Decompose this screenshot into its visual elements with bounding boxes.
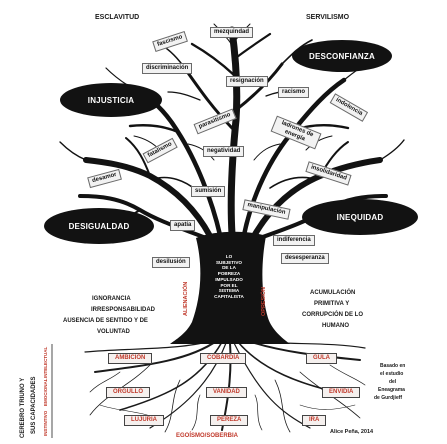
tag-desesperanza: desesperanza bbox=[281, 253, 329, 264]
root-tag-pereza: PEREZA bbox=[210, 415, 249, 426]
left-text-line: AUSENCIA DE SENTIDO Y DE bbox=[63, 318, 148, 324]
trunk-line: LO bbox=[225, 254, 233, 259]
tag-apatia: apatía bbox=[170, 220, 196, 231]
trunk-line: SUBJETIVO bbox=[215, 259, 243, 265]
tag-resignacion: resignación bbox=[226, 76, 268, 87]
oval-desigualdad: DESIGUALDAD bbox=[44, 208, 154, 244]
right-text-line: HUMANO bbox=[322, 323, 349, 329]
left-axis-title-line: SUS CAPACIDADES bbox=[31, 376, 37, 434]
left-text-line: VOLUNTAD bbox=[97, 329, 130, 335]
tag-indiferencia: indiferencia bbox=[273, 235, 315, 246]
tag-negatividad: negatividad bbox=[203, 146, 245, 157]
tag-racismo: racismo bbox=[278, 87, 310, 98]
note-line: Eneagrama bbox=[378, 387, 405, 393]
root-tag-ambicion: AMBICIÓN bbox=[108, 353, 153, 364]
left-axis-segment-intelectual: INTELECTUAL bbox=[43, 346, 48, 378]
oval-inequidad: INEQUIDAD bbox=[302, 199, 418, 235]
note-line: de Gurdjieff bbox=[374, 395, 403, 401]
trunk-line: IMPULSADO bbox=[215, 276, 243, 282]
root-tag-vanidad: VANIDAD bbox=[206, 387, 247, 398]
author-credit: Alice Peña, 2014 bbox=[330, 429, 374, 435]
left-axis-segment-emocional: EMOCIONAL bbox=[43, 378, 48, 407]
trunk-line: POBREZA bbox=[217, 271, 241, 277]
left-text-line: IRRESPONSABILIDAD bbox=[91, 307, 156, 313]
root-tag-orgullo: ORGULLO bbox=[106, 387, 150, 398]
title-servilismo: SERVILISMO bbox=[306, 14, 350, 21]
note-line: el estudio bbox=[380, 371, 404, 377]
trunk-label-opresion: OPRESIÓN bbox=[261, 286, 267, 316]
tag-desilusion: desilusión bbox=[152, 257, 190, 268]
note-line: Basado en bbox=[380, 363, 406, 369]
trunk-line: POR EL bbox=[220, 282, 238, 288]
right-text-line: ACUMULACIÓN bbox=[310, 290, 356, 296]
root-tag-envidia: ENVIDIA bbox=[322, 387, 361, 398]
title-esclavitud: ESCLAVITUD bbox=[95, 14, 140, 21]
trunk-label-alienacion: ALIENACIÓN bbox=[183, 281, 189, 316]
root-tag-gula: GULA bbox=[306, 353, 337, 364]
right-text-line: CORRUPCIÓN DE LO bbox=[302, 312, 364, 318]
tag-discriminacion: discriminación bbox=[142, 63, 193, 74]
left-axis-segment-instintivo: INSTINTIVO bbox=[43, 410, 48, 436]
trunk-line: SISTEMA bbox=[218, 288, 240, 294]
root-tag-lujuria: LUJURIA bbox=[124, 415, 165, 426]
trunk-center-text: LO SUBJETIVO DE LA POBREZA IMPULSADO POR… bbox=[208, 254, 250, 300]
oval-desconfianza: DESCONFIANZA bbox=[292, 40, 392, 72]
left-text-line: IGNORANCIA bbox=[92, 296, 131, 302]
trunk-line: CAPITALISTA bbox=[214, 294, 244, 300]
root-tag-cobardia: COBARDÍA bbox=[200, 353, 247, 364]
oval-injusticia: INJUSTICIA bbox=[60, 83, 162, 117]
tag-sumision: sumisión bbox=[191, 186, 226, 197]
tag-mezquindad: mezquindad bbox=[210, 27, 254, 38]
root-tag-ira: IRA bbox=[302, 415, 327, 426]
root-bottom-label: EGOÍSMO/SOBERBIA bbox=[176, 433, 239, 439]
right-text-line: PRIMITIVA Y bbox=[314, 301, 350, 307]
left-axis-title-line: CEREBRO TRIUNO Y bbox=[20, 377, 26, 438]
trunk-line: DE LA bbox=[222, 265, 236, 271]
tree-trunk bbox=[170, 231, 290, 344]
note-line: del bbox=[389, 379, 397, 385]
